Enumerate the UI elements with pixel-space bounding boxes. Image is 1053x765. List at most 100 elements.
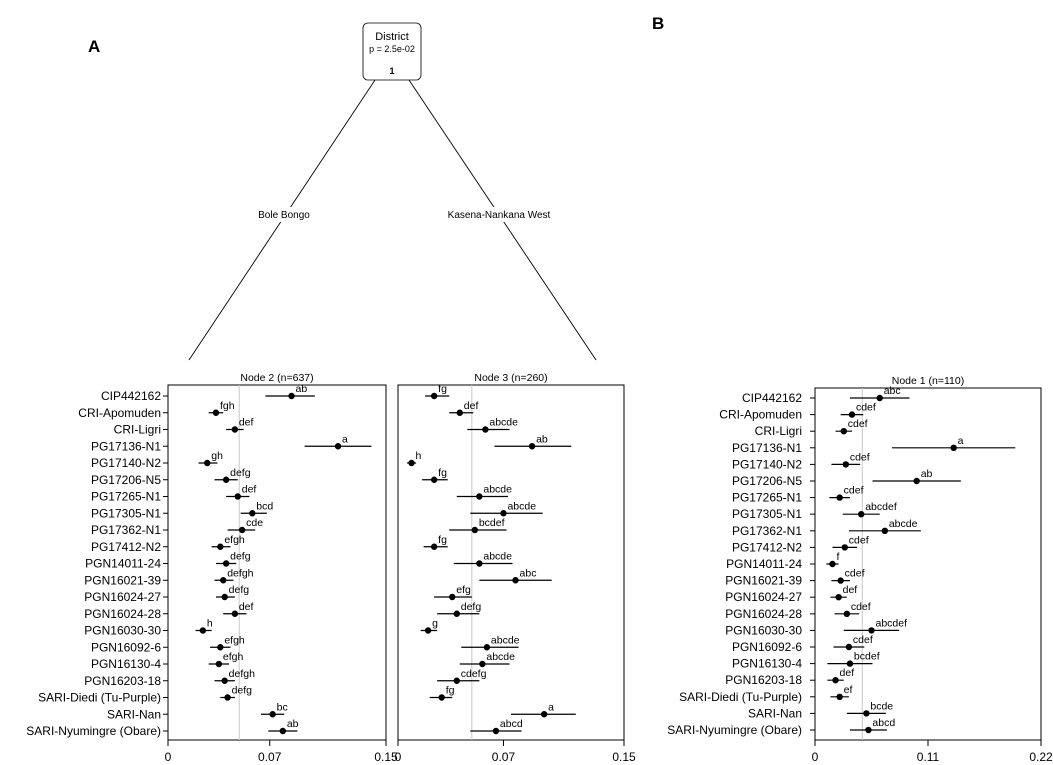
data-point bbox=[238, 526, 246, 534]
group-letter-label: defg bbox=[229, 584, 250, 596]
y-tick-label: CRI-Ligri bbox=[114, 423, 161, 437]
data-point bbox=[424, 627, 432, 634]
group-letter-label: abcd bbox=[500, 718, 523, 730]
y-tick-label: PG17412-N2 bbox=[91, 540, 161, 554]
data-point bbox=[449, 593, 456, 601]
group-letter-label: cdef bbox=[845, 568, 865, 580]
data-point bbox=[512, 577, 519, 584]
data-point bbox=[453, 677, 460, 684]
group-letter-label: fg bbox=[438, 467, 447, 479]
data-point bbox=[476, 560, 483, 567]
group-letter-label: def bbox=[239, 417, 254, 429]
data-point bbox=[832, 677, 839, 684]
group-letter-label: def bbox=[242, 484, 257, 496]
group-letter-label: cdef bbox=[853, 634, 873, 646]
data-point bbox=[843, 610, 851, 617]
y-tick-label: PGN16130-4 bbox=[732, 657, 802, 671]
tree-branch-left-label: Bole Bongo bbox=[258, 210, 310, 221]
data-point bbox=[212, 409, 220, 416]
y-tick-label: PGN16021-39 bbox=[84, 573, 161, 587]
y-tick-label: PG17362-N1 bbox=[732, 524, 802, 538]
group-letter-label: def bbox=[843, 584, 858, 596]
data-point bbox=[482, 426, 489, 433]
y-tick-label: PGN16021-39 bbox=[725, 574, 802, 588]
x-tick-label: 0.22 bbox=[1029, 750, 1053, 764]
data-point bbox=[215, 660, 223, 668]
group-letter-label: defgh bbox=[229, 668, 255, 680]
plot-title: Node 2 (n=637) bbox=[240, 372, 313, 384]
plot-frame bbox=[167, 384, 387, 741]
group-letter-label: abcde bbox=[889, 518, 918, 530]
group-letter-label: cde bbox=[246, 517, 263, 529]
plot-title: Node 1 (n=110) bbox=[892, 375, 964, 387]
group-letter-label: cdef bbox=[856, 402, 876, 414]
y-tick-label: PGN14011-24 bbox=[85, 557, 161, 571]
group-letter-label: fg bbox=[438, 534, 447, 546]
y-tick-label: PGN16130-4 bbox=[91, 657, 161, 671]
x-tick-label: 0.15 bbox=[612, 750, 636, 764]
group-letter-label: fg bbox=[438, 383, 447, 395]
data-point bbox=[217, 543, 224, 550]
data-point bbox=[876, 394, 883, 402]
data-point bbox=[438, 694, 445, 701]
group-letter-label: fg bbox=[446, 685, 455, 697]
y-tick-label: CIP442162 bbox=[742, 391, 802, 405]
group-letter-label: abcd bbox=[872, 717, 895, 729]
group-letter-label: h bbox=[416, 450, 422, 462]
data-point bbox=[848, 411, 856, 418]
data-point bbox=[231, 610, 239, 617]
group-letter-label: defg bbox=[230, 467, 251, 479]
data-point bbox=[528, 443, 536, 450]
data-point bbox=[269, 711, 276, 718]
data-point bbox=[540, 711, 548, 718]
group-letter-label: cdef bbox=[851, 601, 871, 613]
data-point bbox=[221, 677, 228, 684]
group-letter-label: defg bbox=[461, 601, 482, 613]
y-tick-label: SARI-Diedi (Tu-Purple) bbox=[679, 690, 802, 704]
group-letter-label: bcd bbox=[256, 500, 273, 512]
group-letter-label: def bbox=[464, 400, 479, 412]
group-letter-label: cdef bbox=[848, 418, 868, 430]
data-point bbox=[288, 392, 295, 400]
data-point bbox=[829, 560, 836, 568]
data-point bbox=[837, 577, 844, 584]
data-point bbox=[863, 710, 870, 717]
data-point bbox=[471, 526, 479, 534]
y-tick-label: CRI-Apomuden bbox=[78, 406, 161, 420]
x-tick-label: 0 bbox=[165, 750, 172, 764]
group-letter-label: abcdef bbox=[865, 501, 897, 513]
y-tick-label: PG17265-N1 bbox=[91, 490, 161, 504]
y-tick-label: PG17136-N1 bbox=[91, 439, 161, 453]
x-tick-label: 0 bbox=[395, 750, 402, 764]
y-tick-label: PG17362-N1 bbox=[91, 523, 161, 537]
group-letter-label: efg bbox=[456, 584, 471, 596]
data-point bbox=[836, 693, 843, 700]
group-letter-label: g bbox=[432, 618, 438, 630]
data-point bbox=[217, 644, 224, 651]
data-point bbox=[483, 644, 491, 651]
y-tick-label: SARI-Diedi (Tu-Purple) bbox=[38, 691, 161, 705]
group-letter-label: fgh bbox=[220, 400, 235, 412]
group-letter-label: ab bbox=[921, 468, 933, 480]
group-letter-label: bcdef bbox=[854, 651, 880, 663]
group-letter-label: defg bbox=[230, 551, 251, 563]
data-point bbox=[220, 577, 227, 584]
group-letter-label: cdef bbox=[849, 534, 869, 546]
y-tick-label: SARI-Nan bbox=[107, 707, 161, 721]
y-tick-label: SARI-Nyumingre (Obare) bbox=[26, 724, 161, 738]
data-point bbox=[836, 494, 843, 501]
group-letter-label: efgh bbox=[223, 651, 244, 663]
group-letter-label: abcde bbox=[489, 417, 518, 429]
y-tick-label: PGN16092-6 bbox=[91, 640, 161, 654]
data-point bbox=[456, 409, 463, 416]
group-letter-label: abcde bbox=[491, 634, 520, 646]
data-point bbox=[881, 527, 889, 534]
group-letter-label: defg bbox=[232, 685, 253, 697]
group-letter-label: efgh bbox=[224, 534, 245, 546]
data-point bbox=[408, 459, 415, 467]
group-letter-label: bcde bbox=[870, 700, 893, 712]
tree-p-value: p = 2.5e-02 bbox=[369, 44, 415, 54]
data-point bbox=[840, 428, 847, 435]
y-tick-label: SARI-Nyumingre (Obare) bbox=[667, 723, 802, 737]
